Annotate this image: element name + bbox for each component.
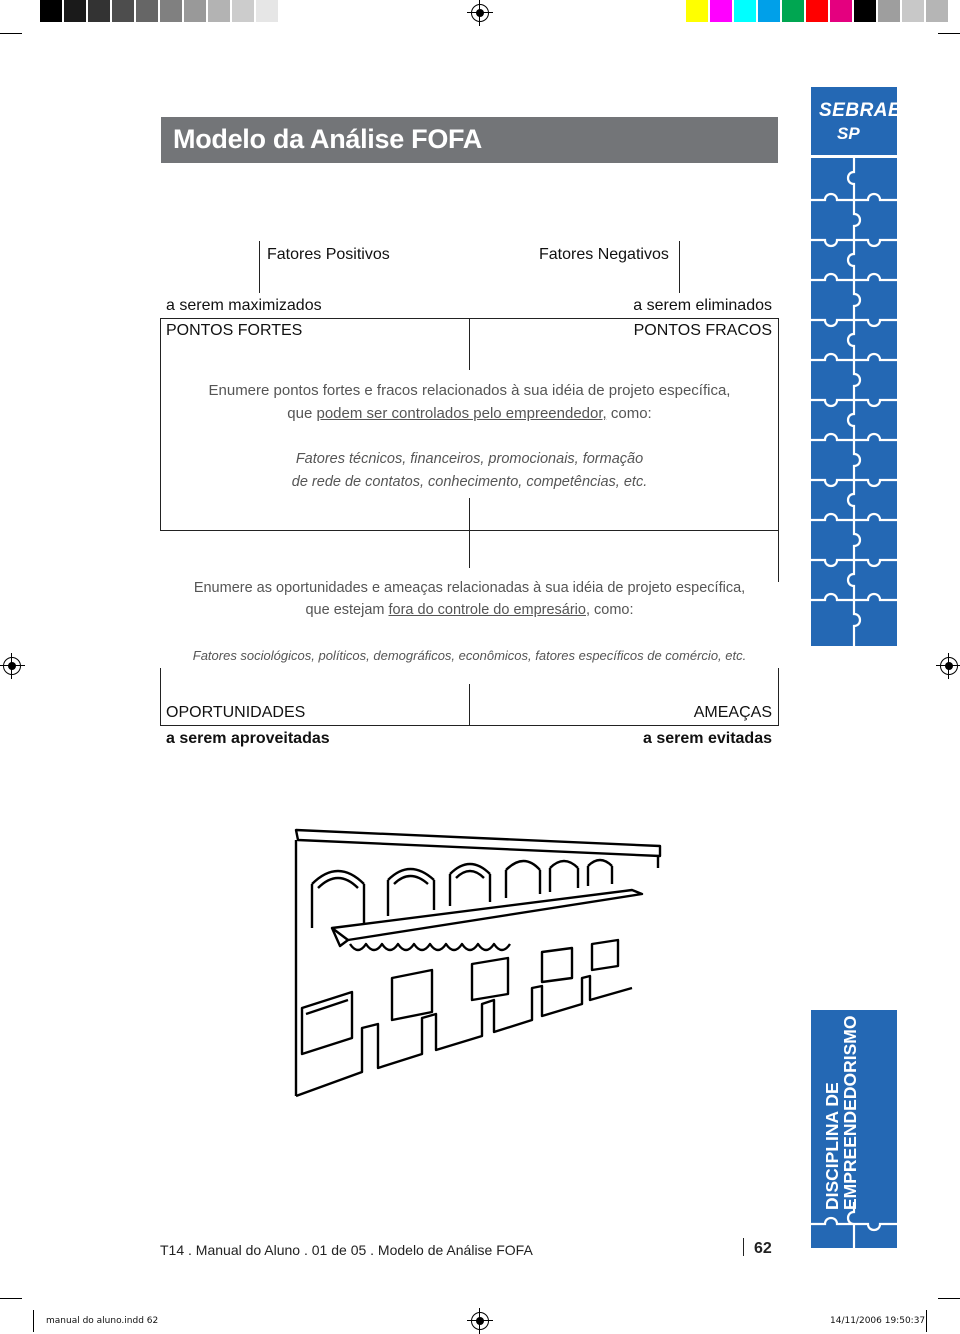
external-line2-underlined: fora do controle do empresário — [388, 602, 586, 618]
internal-line2-post: como: — [606, 405, 652, 422]
threats-sub: a serem evitadas — [643, 730, 772, 747]
discipline-line1: DISCIPLINA DE — [822, 1082, 842, 1210]
center-divider-top — [469, 318, 470, 370]
strengths-label: PONTOS FORTES — [166, 322, 303, 339]
external-description-line2: que estejam fora do controle do empresár… — [160, 602, 779, 618]
crop-mark — [0, 1298, 22, 1299]
crop-mark — [926, 1310, 927, 1332]
strengths-sub: a serem maximizados — [166, 297, 322, 314]
opportunities-label: OPORTUNIDADES — [166, 704, 306, 721]
discipline-line2: EMPREENDEDORISMO — [840, 1015, 860, 1210]
register-target-icon — [467, 1308, 493, 1334]
puzzle-strip — [811, 158, 897, 646]
register-target-icon — [467, 0, 493, 26]
internal-factors-line1: Fatores técnicos, financeiros, promocion… — [295, 451, 644, 467]
register-target-icon — [936, 653, 960, 679]
page-title: Modelo da Análise FOFA — [173, 124, 482, 154]
grayscale-bar — [40, 0, 280, 22]
external-description-line1: Enumere as oportunidades e ameaças relac… — [193, 580, 746, 596]
external-factors: Fatores sociológicos, políticos, demográ… — [192, 648, 747, 663]
right-vertical-lower — [778, 530, 779, 582]
discipline-vertical-text: DISCIPLINA DE EMPREENDEDORISMO — [822, 1015, 860, 1210]
storefront-illustration — [294, 828, 662, 1098]
internal-line2-pre: que — [287, 405, 317, 422]
internal-description-line1: Enumere pontos fortes e fracos relaciona… — [208, 382, 731, 399]
footer-text: T14 . Manual do Aluno . 01 de 05 . Model… — [160, 1242, 533, 1258]
positive-factors-header: Fatores Positivos — [267, 246, 390, 263]
logo-line2: SP — [837, 124, 860, 143]
bottom-horizontal-line — [160, 725, 779, 726]
external-line2-pre: que estejam — [305, 602, 389, 618]
crop-mark — [938, 33, 960, 34]
title-bar: Modelo da Análise FOFA — [161, 117, 778, 163]
puzzle-piece-icon — [811, 1202, 897, 1248]
threats-label: AMEAÇAS — [693, 704, 772, 721]
opportunities-sub: a serem aproveitadas — [166, 730, 330, 747]
negative-factors-header: Fatores Negativos — [539, 246, 669, 263]
slug-date: 14/11/2006 19:50:37 — [830, 1316, 926, 1326]
logo-line1: SEBRAE — [819, 100, 902, 121]
register-target-icon — [0, 653, 25, 679]
internal-factors-line2: de rede de contatos, conhecimento, compe… — [291, 474, 648, 490]
middle-horizontal-line — [160, 530, 779, 531]
external-line2-post: , como: — [585, 602, 634, 618]
right-vertical-line — [778, 318, 779, 530]
negative-marker — [679, 241, 680, 293]
crop-mark — [0, 33, 22, 34]
color-swatch-bar — [686, 0, 950, 22]
slug-filename: manual do aluno.indd 62 — [46, 1316, 159, 1326]
page-number: 62 — [754, 1240, 772, 1257]
left-vertical-bottom — [160, 668, 161, 726]
weaknesses-sub: a serem eliminados — [633, 297, 772, 314]
center-divider-mid — [469, 498, 470, 568]
footer-separator — [743, 1238, 744, 1256]
left-vertical-line — [160, 318, 161, 530]
crop-mark — [938, 1298, 960, 1299]
puzzle-pattern-icon — [811, 158, 897, 646]
discipline-banner: DISCIPLINA DE EMPREENDEDORISMO — [811, 1010, 897, 1248]
weaknesses-label: PONTOS FRACOS — [633, 322, 772, 339]
center-divider-bottom — [469, 684, 470, 726]
crop-mark — [33, 1310, 34, 1332]
internal-line2-underlined: podem ser controlados pelo empreendedor, — [316, 405, 607, 422]
internal-description-line2: que podem ser controlados pelo empreende… — [160, 405, 779, 422]
sebrae-logo: SEBRAE SP — [811, 87, 901, 155]
right-vertical-bottom — [778, 668, 779, 726]
positive-marker — [259, 241, 260, 293]
